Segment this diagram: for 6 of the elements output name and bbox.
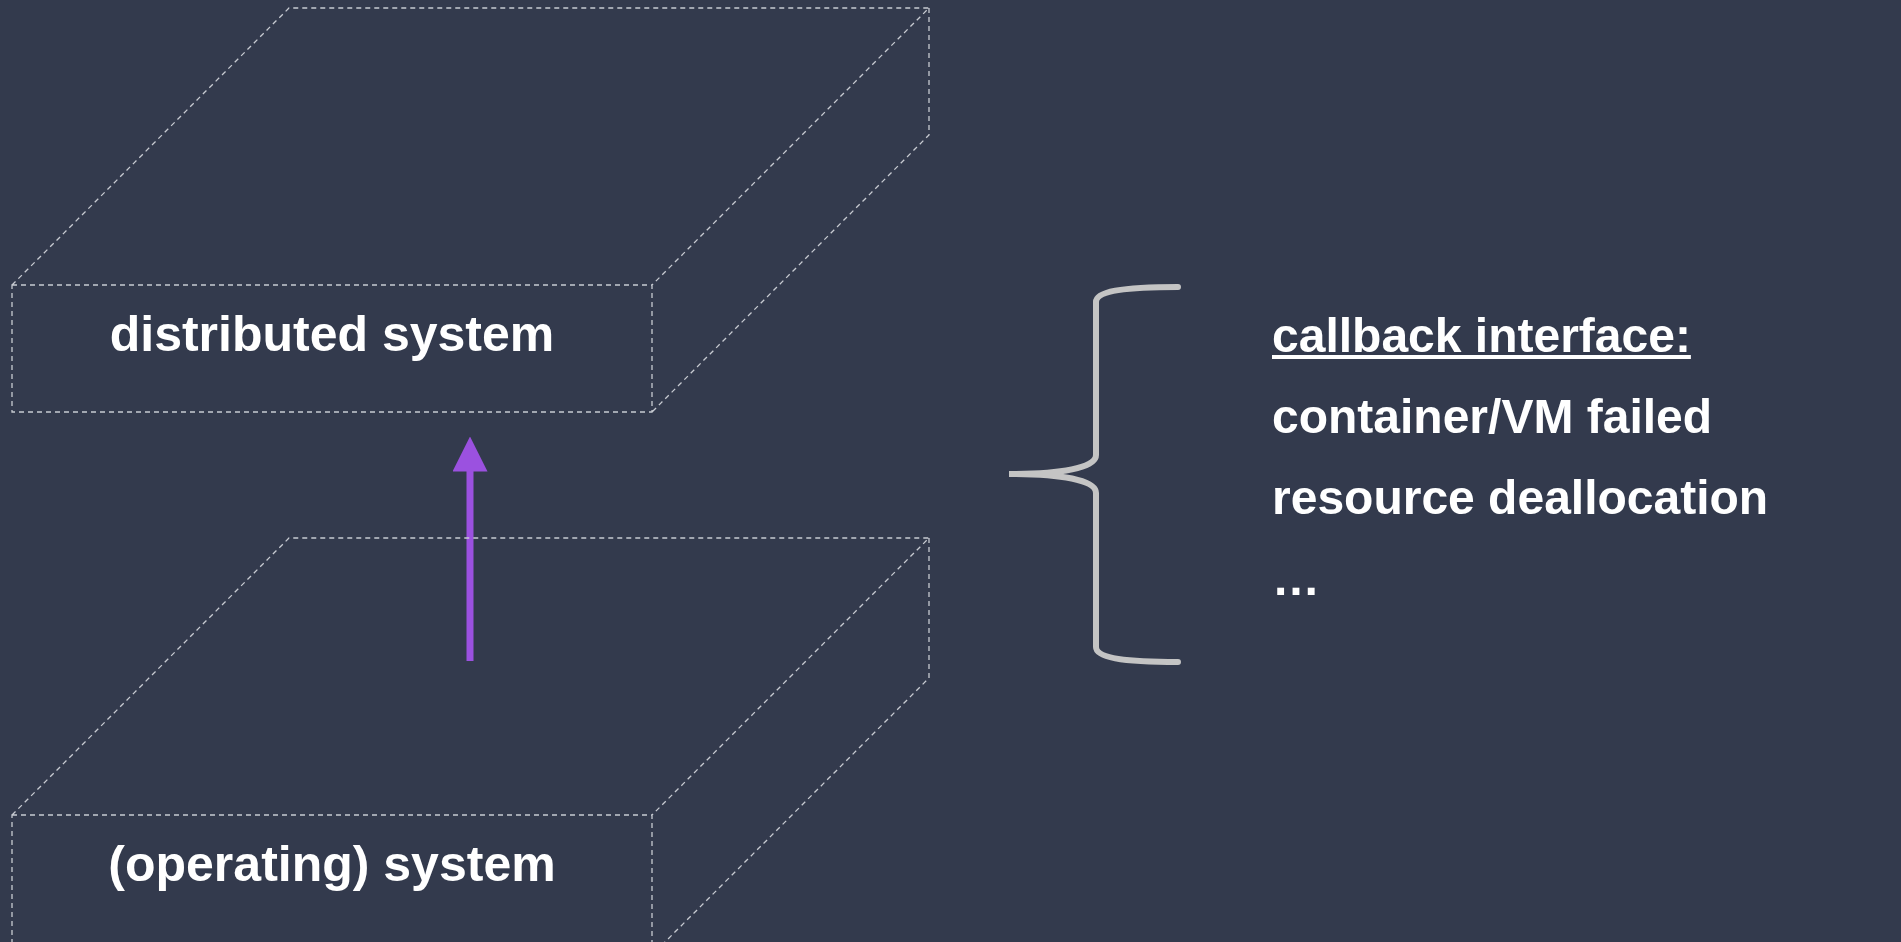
list-item-text: …	[1272, 551, 1320, 606]
list-item-text: container/VM failed	[1272, 389, 1713, 444]
heading-text: callback interface:	[1272, 308, 1691, 363]
list-item-text: resource deallocation	[1272, 470, 1769, 525]
box-label: distributed system	[108, 305, 556, 363]
box-label: (operating) system	[107, 835, 557, 893]
